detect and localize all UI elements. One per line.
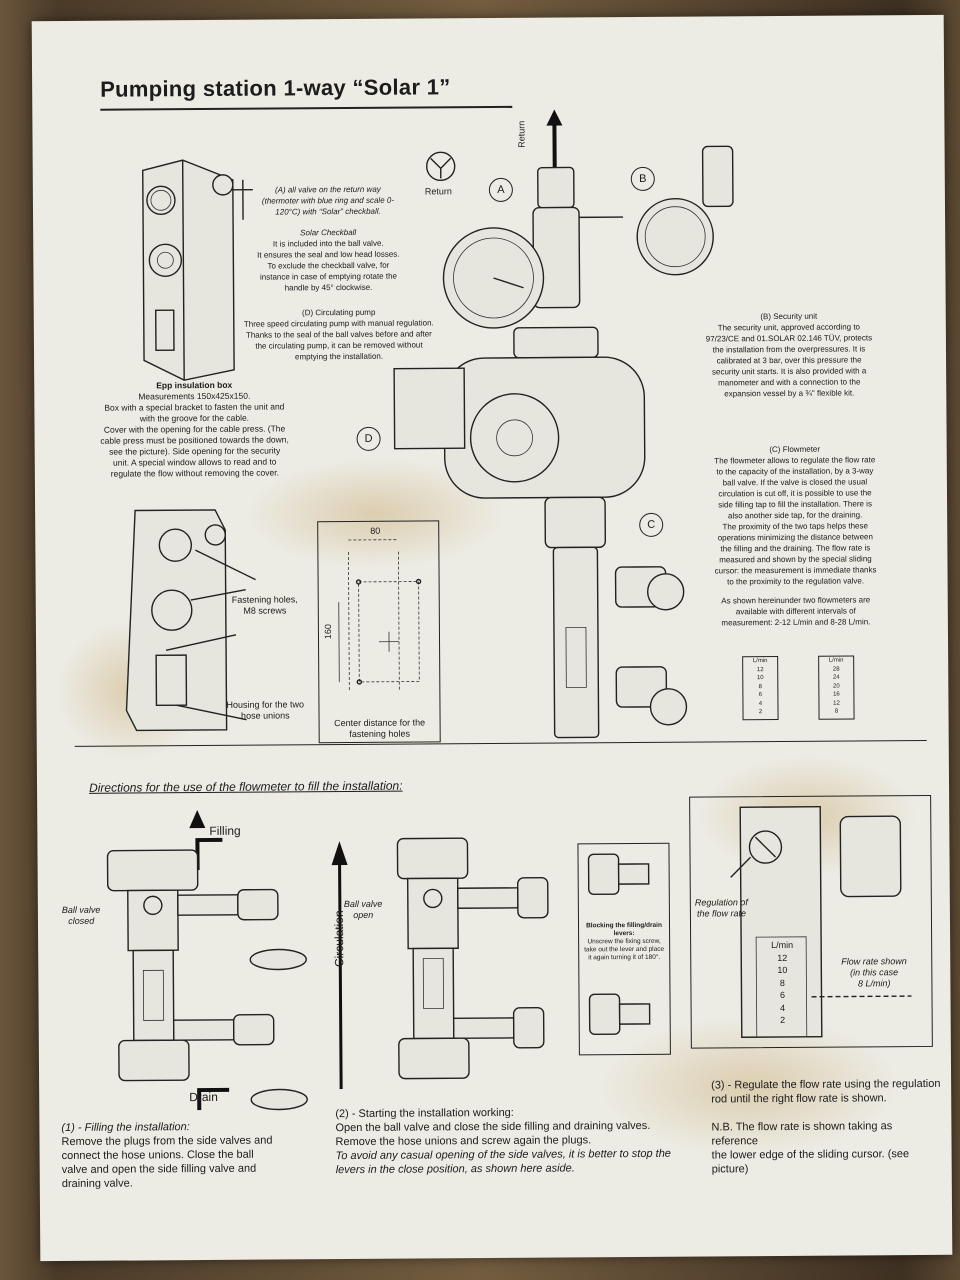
fastening-holes-box: 80 160 Center distance for the fastening… — [317, 520, 441, 744]
instruction-sheet: Pumping station 1-way “Solar 1” Epp insu… — [31, 14, 953, 1262]
scale-unit: L/min — [752, 658, 768, 665]
directions-heading: Directions for the use of the flowmeter … — [88, 778, 403, 795]
mounting-drawing — [125, 509, 256, 732]
scale-mark: 28 — [832, 666, 840, 673]
scale-mark: 10 — [756, 675, 764, 682]
regulation-zoom-box: L/min 12 10 8 6 4 2 Regulation of the fl… — [689, 794, 933, 1049]
fastening-label-line: Fastening holes, — [231, 594, 298, 605]
pump-station-drawing — [393, 109, 734, 739]
circulation-diagram — [331, 837, 549, 1090]
flowmeter-description: (C) Flowmeter The flowmeter allows to re… — [685, 443, 906, 629]
step-3-line: (3) - Regulate the flow rate using the r… — [711, 1077, 941, 1092]
zoom-scale-mark: 2 — [780, 1014, 786, 1025]
step-1-text: (1) - Filling the installation: Remove t… — [61, 1119, 331, 1191]
blocking-line: it again turning it of 180°. — [588, 953, 661, 962]
step-3-text: (3) - Regulate the flow rate using the r… — [711, 1077, 942, 1177]
nb-line: picture) — [711, 1163, 749, 1176]
security-line: expansion vessel by a ¾" flexible kit. — [724, 388, 855, 399]
step-2-text: (2) - Starting the installation working:… — [335, 1105, 695, 1178]
ball-closed-line: Ball valve — [61, 904, 101, 916]
scale-mark: 8 — [758, 683, 763, 690]
ball-closed-line: closed — [68, 915, 95, 926]
ball-valve-open-label: Ball valve open — [344, 899, 383, 921]
flowmeter-line: operations minimizing the distance betwe… — [717, 532, 873, 543]
zoom-scale-unit: L/min — [771, 939, 794, 951]
step-2-line: Open the ball valve and close the side f… — [335, 1119, 651, 1135]
drain-label: Drain — [189, 1089, 218, 1105]
scale-mark: 12 — [833, 700, 840, 707]
lever-diagram — [587, 853, 651, 1035]
scale-mark: 8 — [834, 708, 839, 715]
step-2-italic-line: To avoid any casual opening of the side … — [335, 1147, 671, 1163]
step-3-line: rod until the right flow rate is shown. — [711, 1092, 887, 1106]
zoom-scale-mark: 8 — [779, 977, 785, 988]
scale-unit: L/min — [828, 657, 844, 664]
zoom-scale: L/min 12 10 8 6 4 2 — [759, 939, 806, 1027]
zoom-scale-mark: 6 — [779, 989, 786, 1000]
housing-label-line: hose unions — [241, 710, 290, 721]
scale-mark: 6 — [758, 692, 763, 699]
fastening-holes-label: Fastening holes, M8 screws — [232, 594, 298, 616]
caption-line: fastening holes — [349, 728, 410, 739]
nb-line: N.B. The flow rate is shown taking as re… — [711, 1120, 893, 1148]
housing-label: Housing for the two hose unions — [226, 699, 304, 722]
fastening-caption: Center distance for the fastening holes — [320, 717, 440, 740]
scale-mark: 20 — [832, 683, 840, 690]
nb-line: the lower edge of the sliding cursor. (s… — [711, 1148, 910, 1162]
security-line: the installation from the overpressures.… — [712, 344, 866, 355]
filling-diagram — [106, 810, 308, 1111]
flowmeter-line: to the capacity of the installation, by … — [716, 466, 874, 477]
flow-rate-shown-label: Flow rate shown (in this case 8 L/min) — [841, 956, 907, 989]
flowmeter-scale-8-28: L/min 28 24 20 16 12 8 — [818, 655, 855, 720]
regulation-label: Regulation of the flow rate — [695, 897, 748, 919]
filling-label: Filling — [209, 823, 241, 838]
ball-open-line: open — [353, 909, 374, 920]
scale-mark: 4 — [758, 700, 763, 707]
flow-shown-line: (in this case — [850, 967, 899, 978]
flowmeter-line: to the proximity to the regulation valve… — [727, 576, 865, 587]
security-unit-description: (B) Security unit The security unit, app… — [684, 310, 895, 399]
return-icon — [426, 151, 456, 182]
fastening-holes-diagram — [338, 539, 422, 692]
step-2-italic-line: levers in the close position, as shown h… — [335, 1162, 575, 1177]
zoom-scale-mark: 10 — [777, 964, 788, 976]
regulation-line: Regulation of — [694, 897, 748, 908]
epp-line: cable press must be positioned towards t… — [100, 434, 289, 446]
step-1-line: draining valve. — [61, 1177, 133, 1191]
caption-line: Center distance for the — [334, 717, 426, 729]
page-title: Pumping station 1-way “Solar 1” — [100, 74, 451, 102]
scale-mark: 12 — [756, 666, 764, 673]
blocking-text: Blocking the filling/drain levers: Unscr… — [579, 922, 669, 963]
flowmeter-scale-2-12: L/min 12 10 8 6 4 2 — [742, 656, 779, 721]
epp-line: regulate the flow without removing the c… — [110, 467, 279, 479]
fastening-label-line: M8 screws — [243, 605, 287, 616]
ball-valve-closed-label: Ball valve closed — [62, 905, 101, 927]
ball-open-line: Ball valve — [343, 898, 383, 910]
flow-shown-line: 8 L/min) — [857, 978, 891, 989]
zoom-scale-mark: 4 — [780, 1002, 786, 1013]
scale-mark: 16 — [833, 691, 840, 698]
zoom-scale-mark: 12 — [777, 952, 788, 963]
insulation-box-drawing — [142, 159, 253, 381]
housing-label-line: Housing for the two — [226, 699, 305, 710]
regulation-line: the flow rate — [696, 908, 746, 919]
flowmeter-note-line: measurement: 2-12 L/min and 8-28 L/min. — [721, 617, 871, 628]
regulation-diagram — [730, 806, 912, 1038]
epp-box-description: Epp insulation box Measurements 150x425x… — [64, 379, 325, 480]
security-line: security unit starts. It is also provide… — [711, 366, 867, 377]
scale-mark: 24 — [832, 674, 840, 681]
flowmeter-line: cursor: the measurement is immediate tha… — [714, 565, 877, 576]
blocking-levers-box: Blocking the filling/drain levers: Unscr… — [577, 842, 671, 1056]
scale-mark: 2 — [758, 709, 763, 716]
flow-shown-line: Flow rate shown — [841, 956, 907, 967]
